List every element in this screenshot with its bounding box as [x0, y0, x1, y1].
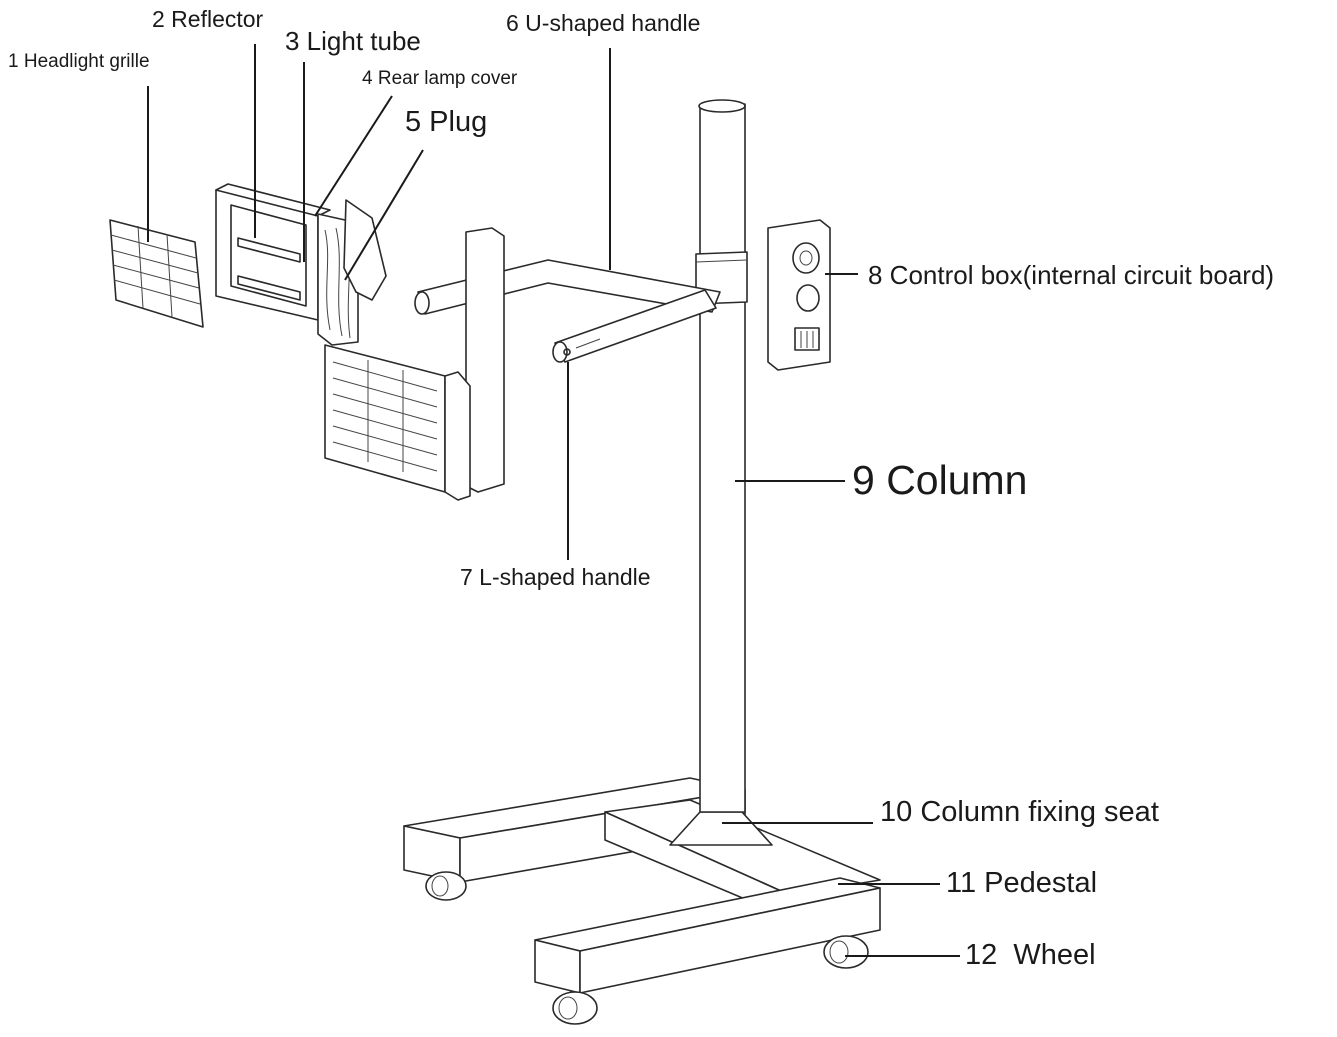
label-column-fixing-seat: 10 Column fixing seat [880, 796, 1159, 828]
headlight-grille-part [109, 219, 204, 328]
label-pedestal: 11 Pedestal [946, 867, 1098, 899]
label-light-tube: 3 Light tube [285, 26, 421, 56]
l-shaped-handle [552, 289, 717, 363]
light-tube-part [237, 237, 301, 301]
wheel-front-right [823, 935, 869, 969]
control-box [767, 219, 831, 371]
label-control-box: 8 Control box(internal circuit board) [868, 260, 1275, 290]
pedestal [403, 777, 881, 994]
label-reflector: 2 Reflector [152, 6, 264, 32]
plug-part [343, 199, 387, 301]
lamp-mounting-plate [465, 227, 505, 493]
label-u-shaped-handle: 6 U-shaped handle [506, 10, 701, 36]
reflector-part [215, 183, 331, 321]
column [695, 99, 748, 813]
label-l-shaped-handle: 7 L-shaped handle [460, 564, 651, 590]
label-headlight-grille: 1 Headlight grille [8, 51, 150, 72]
leader-lines [147, 44, 960, 957]
wheel-back-left [425, 871, 467, 901]
wheel-front-left [552, 991, 598, 1025]
label-plug: 5 Plug [405, 106, 488, 138]
label-rear-lamp-cover: 4 Rear lamp cover [362, 68, 518, 89]
lower-lamp-head [324, 344, 471, 501]
label-wheel: 12 Wheel [965, 939, 1096, 971]
label-column: 9 Column [852, 457, 1028, 503]
